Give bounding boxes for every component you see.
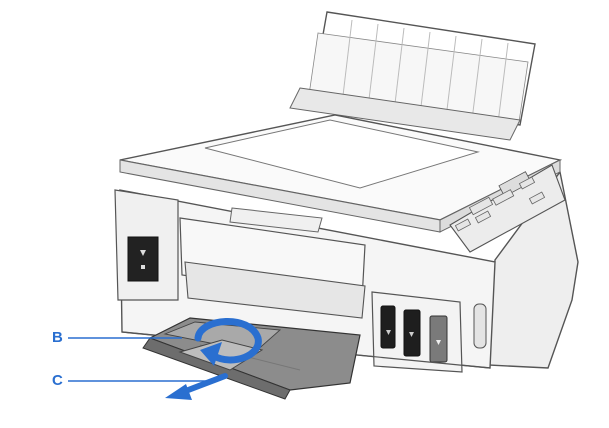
rotate-arrow-head — [200, 342, 222, 366]
color-ink-tank — [429, 315, 448, 363]
callout-b-label: B — [52, 329, 63, 346]
callout-c-label: C — [52, 372, 63, 389]
paper-output-slot — [184, 261, 366, 319]
pull-arrow-head — [165, 384, 192, 400]
left-ink-window — [127, 236, 159, 282]
printer-right-side — [487, 170, 579, 369]
rotate-arrow — [194, 318, 262, 364]
black-ink-tank — [380, 305, 396, 349]
pull-arrow — [180, 373, 228, 395]
ink-tanks — [371, 291, 487, 373]
